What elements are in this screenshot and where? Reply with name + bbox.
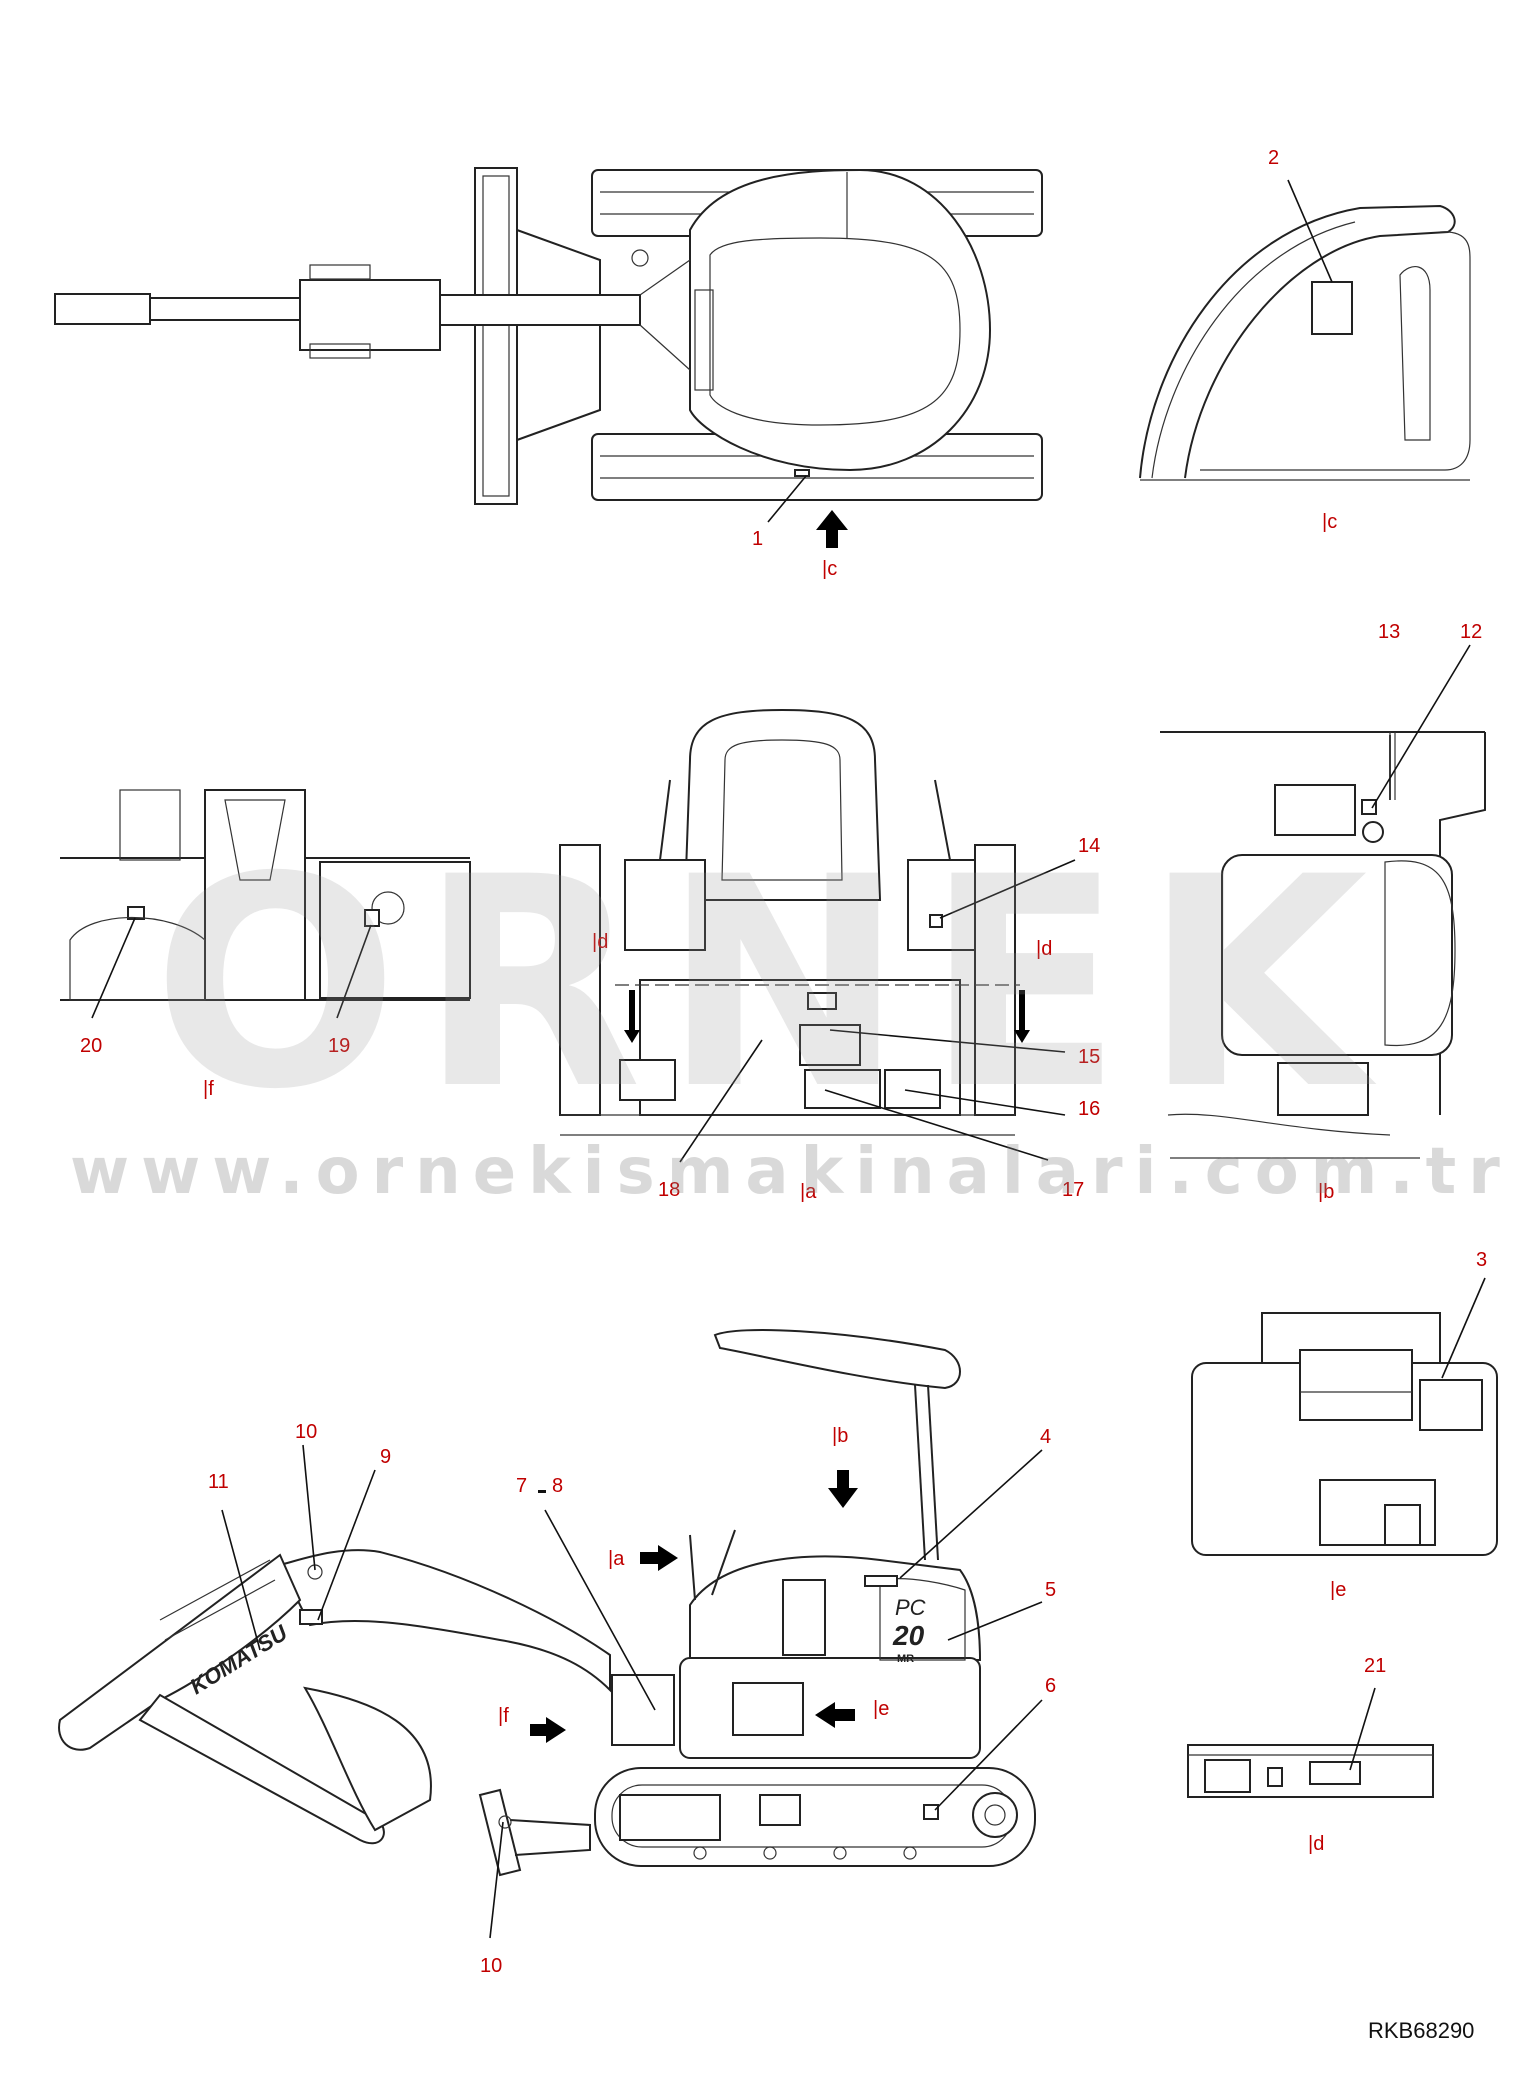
view-label-a: |a <box>608 1548 625 1570</box>
callout-14: 14 <box>1078 835 1100 857</box>
view-label-a-detail: |a <box>800 1181 817 1203</box>
callout-12: 12 <box>1460 621 1482 643</box>
view-label-c-detail: |c <box>1322 511 1337 533</box>
callout-8: 8 <box>552 1475 563 1497</box>
callout-7: 7 <box>516 1475 527 1497</box>
callout-19: 19 <box>328 1035 350 1057</box>
callout-10-bottom: 10 <box>480 1955 502 1977</box>
callout-16: 16 <box>1078 1098 1100 1120</box>
callout-18: 18 <box>658 1179 680 1201</box>
view-label-b-detail: |b <box>1318 1181 1334 1203</box>
callout-13: 13 <box>1378 621 1400 643</box>
callout-6: 6 <box>1045 1675 1056 1697</box>
detail-c-drawing <box>1139 204 1471 481</box>
separator-mark <box>538 1490 546 1493</box>
view-label-b: |b <box>832 1425 848 1447</box>
detail-a-drawing <box>559 708 1020 1136</box>
arrow-down-icon <box>1014 990 1030 1043</box>
arrow-right-icon <box>640 1545 678 1571</box>
detail-e-drawing <box>1191 1312 1498 1556</box>
side-view-drawing: PC 20 MR KOMATSU <box>58 1329 1036 1877</box>
detail-f-drawing <box>60 789 471 1001</box>
view-label-c: |c <box>822 558 837 580</box>
callout-20: 20 <box>80 1035 102 1057</box>
callout-9: 9 <box>380 1446 391 1468</box>
detail-d-drawing <box>1187 1744 1434 1798</box>
view-label-f: |f <box>498 1705 509 1727</box>
detail-b-drawing <box>1160 731 1486 1159</box>
callout-1: 1 <box>752 528 763 550</box>
callout-15: 15 <box>1078 1046 1100 1068</box>
model-badge-variant: MR <box>897 1653 914 1665</box>
arrow-up-icon <box>816 510 848 548</box>
model-badge-pc: PC <box>895 1595 926 1620</box>
view-label-d-left: |d <box>592 931 608 953</box>
callout-11: 11 <box>208 1471 229 1493</box>
callout-5: 5 <box>1045 1579 1056 1601</box>
top-view-drawing <box>54 167 1043 505</box>
callout-10-top: 10 <box>295 1421 317 1443</box>
view-label-d-detail: |d <box>1308 1833 1324 1855</box>
callout-2: 2 <box>1268 147 1279 169</box>
arrow-right-icon <box>530 1717 566 1743</box>
view-label-d-right: |d <box>1036 938 1052 960</box>
drawing-code: RKB68290 <box>1368 2018 1474 2043</box>
view-label-f-detail: |f <box>203 1078 214 1100</box>
arrow-left-icon <box>815 1702 855 1728</box>
arrow-down-icon <box>624 990 640 1043</box>
view-label-e: |e <box>873 1698 889 1720</box>
callout-17: 17 <box>1062 1179 1084 1201</box>
view-label-e-detail: |e <box>1330 1579 1346 1601</box>
model-badge-size: 20 <box>892 1620 925 1651</box>
arrow-down-icon <box>828 1470 858 1508</box>
callout-3: 3 <box>1476 1249 1487 1271</box>
callout-21: 21 <box>1364 1655 1386 1677</box>
callout-4: 4 <box>1040 1426 1051 1448</box>
